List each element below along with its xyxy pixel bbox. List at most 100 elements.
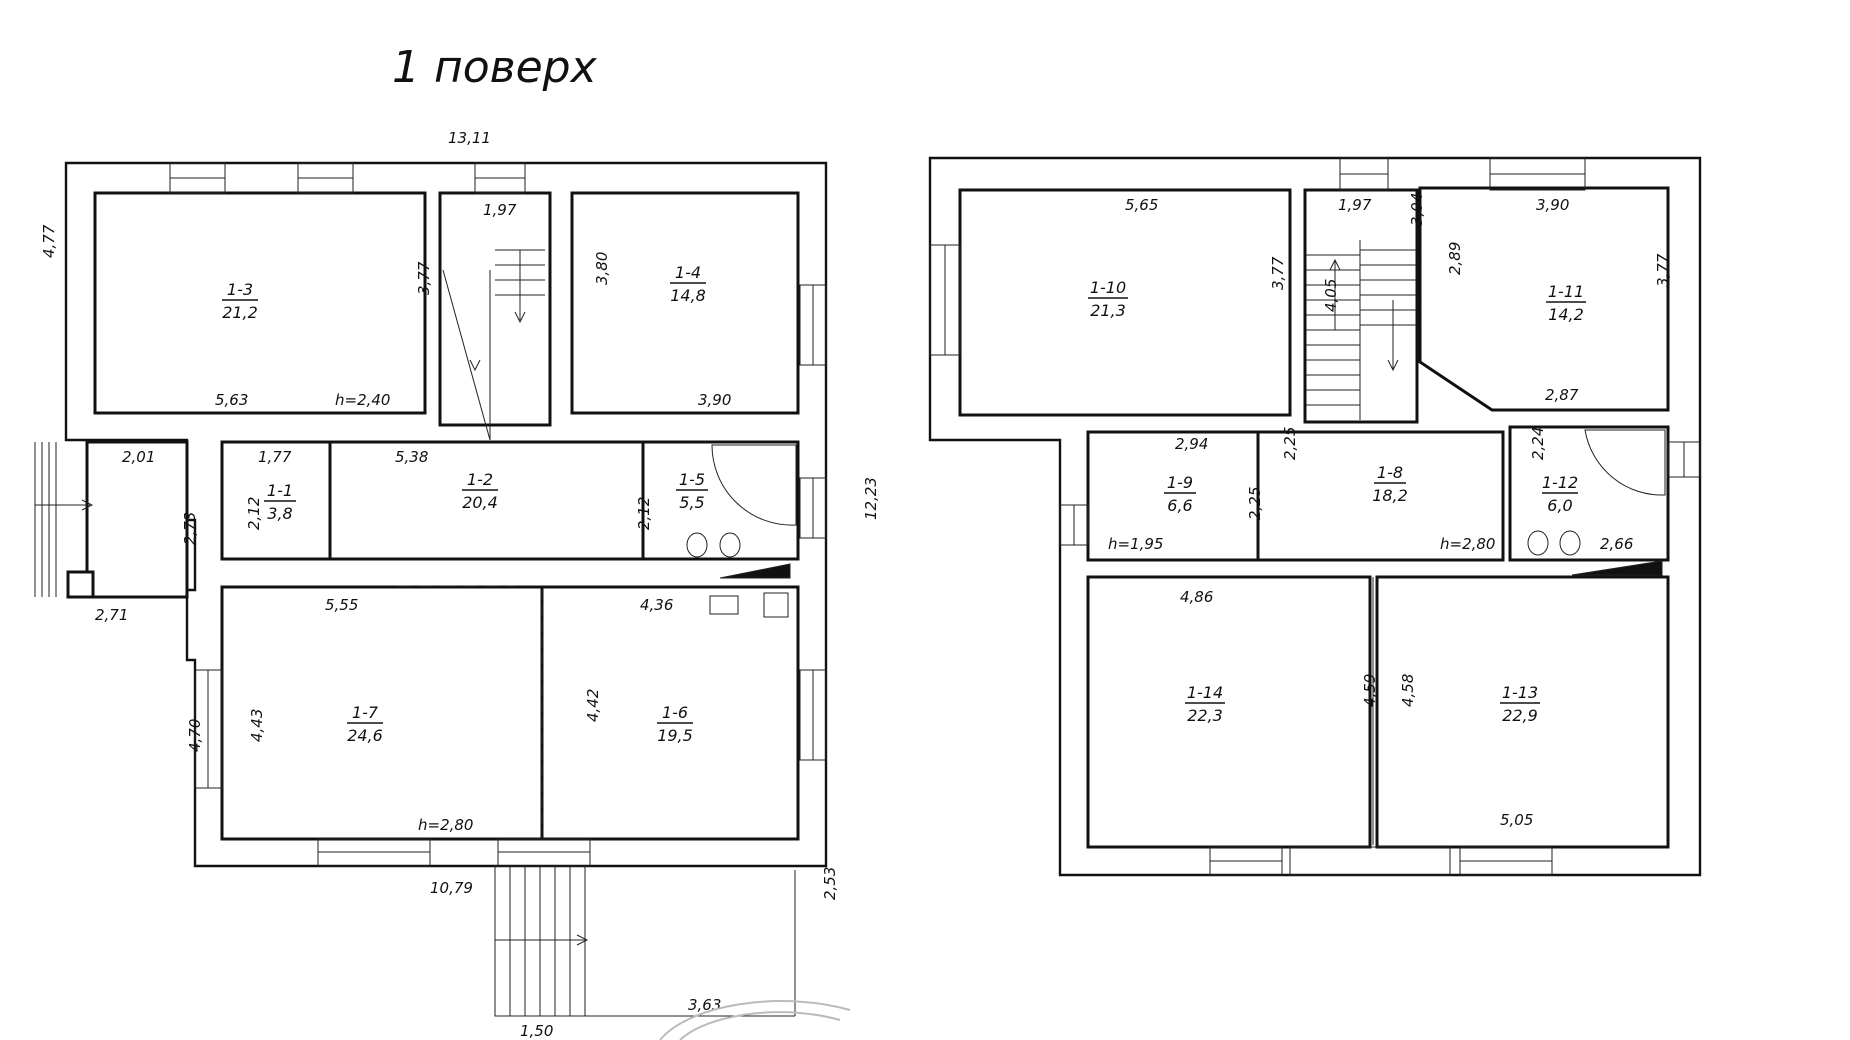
room-1-1-label: 1-1 3,8: [264, 481, 296, 523]
floor1-fixtures: [397, 444, 797, 835]
svg-text:18,2: 18,2: [1372, 486, 1408, 505]
dim-overall-bottom: 10,79: [430, 879, 473, 897]
room-1-3-outline: [93, 191, 427, 415]
room-1-8-label: 1-8 18,2: [1372, 463, 1408, 505]
dim-r9-height-2: 2,25: [1246, 487, 1264, 520]
dim-stair-width-bottom: 1,50: [520, 1022, 553, 1040]
room-1-13-outline: [1375, 575, 1670, 849]
room-1-9-outline: [1086, 430, 1260, 562]
room-1-9-label: 1-9 6,6: [1164, 473, 1196, 515]
dim-r9-ceiling: h=1,95: [1108, 535, 1163, 553]
svg-text:1-13: 1-13: [1502, 683, 1538, 702]
dim-r6-width: 4,36: [640, 596, 673, 614]
floor1-plan: 1-3 21,2 1-4 14,8 1-1 3,8 1-2 20,4 1-5 5…: [34, 129, 880, 1040]
svg-text:21,2: 21,2: [222, 303, 258, 322]
dim-r13-height: 4,58: [1399, 674, 1417, 707]
room-1-8-outline: [1256, 430, 1505, 562]
room-1-7-label: 1-7 24,6: [347, 703, 383, 745]
floor1-porch: [85, 440, 189, 599]
svg-text:1-14: 1-14: [1187, 683, 1223, 702]
dim-r11-side: 2,89: [1446, 242, 1464, 275]
dim-r4-width: 3,90: [698, 391, 731, 409]
room-1-6-outline: [540, 585, 800, 841]
dim-r3-ceiling: h=2,40: [335, 391, 390, 409]
svg-text:22,9: 22,9: [1502, 706, 1538, 725]
dim-r10-height: 3,77: [1269, 256, 1287, 290]
dim-hall-width: 5,38: [395, 448, 428, 466]
dim-stair-width: 1,97: [483, 201, 517, 219]
floor-title: 1 поверх: [392, 42, 598, 93]
dim-f2-stair-height: 3,04: [1408, 193, 1426, 226]
room-1-2-label: 1-2 20,4: [462, 470, 498, 512]
dim-r14-height: 4,59: [1361, 674, 1379, 707]
svg-text:22,3: 22,3: [1187, 706, 1223, 725]
dim-r1-width: 1,77: [258, 448, 292, 466]
room-1-12-outline: [1508, 425, 1670, 562]
floor1-porch-column: [66, 570, 95, 599]
floor1-stairwell: [438, 191, 552, 427]
svg-text:1-5: 1-5: [679, 470, 705, 489]
svg-text:6,6: 6,6: [1167, 496, 1192, 515]
dim-f2-hall-ceiling: h=2,80: [1440, 535, 1495, 553]
dim-porch-height: 2,73: [181, 512, 199, 545]
dim-r9-height-1: 2,25: [1281, 427, 1299, 460]
dim-porch-inner-width: 2,01: [122, 448, 155, 466]
svg-text:21,3: 21,3: [1090, 301, 1126, 320]
svg-text:24,6: 24,6: [347, 726, 383, 745]
floor2-fixtures: [1372, 429, 1666, 845]
dim-f2-stair-length: 4,05: [1322, 279, 1340, 312]
room-1-4-label: 1-4 14,8: [670, 263, 706, 305]
room-1-6-label: 1-6 19,5: [657, 703, 693, 745]
floor2-stairs: [1306, 240, 1417, 420]
dim-overall-right: 12,23: [862, 477, 880, 520]
room-1-7-outline: [220, 585, 544, 841]
room-1-4-outline: [570, 191, 800, 415]
room-1-3-label: 1-3 21,2: [222, 280, 258, 322]
room-1-14-outline: [1086, 575, 1372, 849]
dim-r11-width: 3,90: [1536, 196, 1569, 214]
room-1-10-label: 1-10 21,3: [1088, 278, 1128, 320]
dim-r14-width: 4,86: [1180, 588, 1213, 606]
dim-r7-ceiling: h=2,80: [418, 816, 473, 834]
svg-text:5,5: 5,5: [679, 493, 704, 512]
dim-r3-width: 5,63: [215, 391, 248, 409]
stamp-mark: [659, 1000, 851, 1040]
svg-text:1-12: 1-12: [1542, 473, 1578, 492]
floor1-stairs: [442, 249, 545, 441]
svg-text:1-10: 1-10: [1090, 278, 1126, 297]
dim-overall-top: 13,11: [448, 129, 491, 147]
dim-stair-depth: 3,63: [688, 996, 721, 1014]
room-1-5-outline: [641, 440, 800, 561]
dim-r13-width: 5,05: [1500, 811, 1533, 829]
dim-r12-width: 2,66: [1600, 535, 1633, 553]
svg-text:14,8: 14,8: [670, 286, 706, 305]
floor1-windows: [169, 162, 827, 867]
floor2-windows: [929, 157, 1701, 876]
svg-text:1-11: 1-11: [1548, 282, 1584, 301]
room-1-5-label: 1-5 5,5: [676, 470, 708, 512]
dim-r11-bottom: 2,87: [1545, 386, 1579, 404]
room-1-11-label: 1-11 14,2: [1546, 282, 1586, 324]
svg-text:1-6: 1-6: [662, 703, 688, 722]
svg-text:14,2: 14,2: [1548, 305, 1584, 324]
svg-text:19,5: 19,5: [657, 726, 693, 745]
dim-r5-height: 2,12: [635, 497, 653, 530]
svg-text:1-7: 1-7: [352, 703, 379, 722]
svg-text:1-1: 1-1: [267, 481, 293, 500]
dim-r11-height: 3,77: [1654, 253, 1672, 287]
svg-text:1-8: 1-8: [1377, 463, 1403, 482]
dim-r6-height: 4,42: [584, 689, 602, 722]
room-1-12-label: 1-12 6,0: [1542, 473, 1578, 515]
room-1-14-label: 1-14 22,3: [1185, 683, 1225, 725]
floor1-left-steps: [34, 442, 94, 597]
dim-porch-width: 2,71: [95, 606, 128, 624]
dim-r9-width: 2,94: [1175, 435, 1208, 453]
floor1-bottom-steps: [494, 865, 796, 1017]
dim-f2-stair-width: 1,97: [1338, 196, 1372, 214]
dim-r3-height: 3,77: [415, 261, 433, 295]
svg-text:20,4: 20,4: [462, 493, 498, 512]
svg-text:1-2: 1-2: [467, 470, 493, 489]
dim-r12-height: 2,24: [1529, 427, 1547, 460]
room-1-2-outline: [328, 440, 650, 561]
room-1-11-outline: [1418, 186, 1670, 412]
